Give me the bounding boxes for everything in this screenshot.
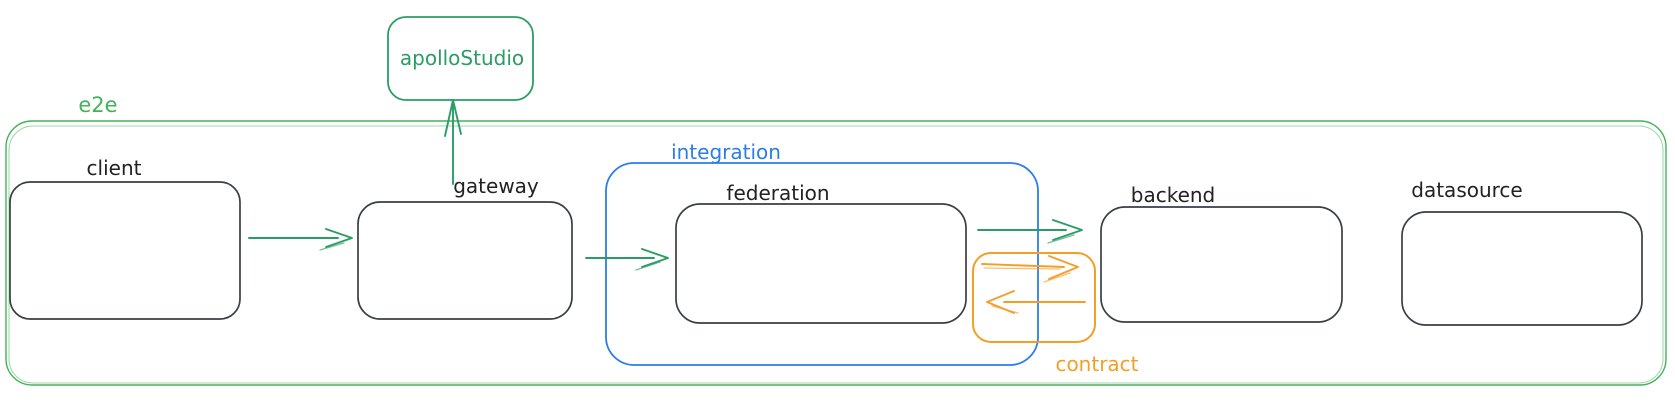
apollo-studio-label: apolloStudio	[400, 46, 524, 70]
datasource-node	[1401, 211, 1643, 326]
apollo-studio-node	[387, 16, 534, 101]
arrow-contract-backend-to-federation	[986, 290, 1086, 314]
contract-group-label: contract	[1055, 352, 1138, 376]
arrow-federation-to-backend	[977, 219, 1083, 244]
arrow-contract-federation-to-backend	[981, 255, 1079, 283]
backend-label: backend	[1131, 183, 1216, 207]
datasource-label: datasource	[1411, 178, 1522, 202]
e2e-group-box	[5, 120, 1667, 386]
client-node	[9, 181, 241, 320]
federation-node	[675, 203, 967, 324]
contract-group-box	[972, 252, 1096, 343]
e2e-group-box-sketch-stroke	[8, 125, 1664, 384]
integration-group-box	[605, 162, 1039, 366]
gateway-label: gateway	[453, 174, 539, 198]
federation-label: federation	[726, 181, 829, 205]
e2e-group-label: e2e	[78, 93, 117, 117]
arrow-gateway-to-apollostudio	[444, 99, 462, 185]
backend-node	[1100, 206, 1343, 323]
client-label: client	[87, 156, 142, 180]
arrow-gateway-to-federation	[585, 248, 669, 271]
gateway-node	[357, 201, 573, 320]
integration-group-label: integration	[671, 140, 781, 164]
arrow-client-to-gateway	[248, 228, 353, 251]
